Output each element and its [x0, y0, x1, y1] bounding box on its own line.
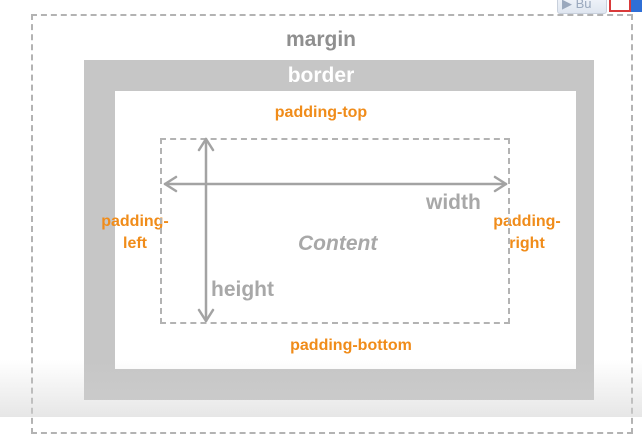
padding-right-line1: padding-: [493, 213, 561, 230]
content-label: Content: [298, 232, 378, 255]
width-label: width: [426, 191, 481, 214]
height-arrow: [197, 137, 215, 323]
corner-toolbar: ▶ Bu: [557, 0, 642, 14]
dimension-arrows: [163, 137, 508, 323]
padding-bottom-label: padding-bottom: [290, 337, 412, 354]
padding-left-line1: padding-: [101, 213, 169, 230]
border-label: border: [287, 64, 355, 87]
corner-red-square-icon[interactable]: [609, 0, 631, 12]
corner-blue-tab-icon[interactable]: [631, 0, 642, 12]
width-arrow: [163, 175, 508, 193]
padding-left-label: padding- left: [90, 211, 180, 255]
padding-left-line2: left: [123, 235, 147, 252]
height-label: height: [211, 278, 274, 301]
content-area: [160, 138, 510, 324]
corner-button[interactable]: ▶ Bu: [557, 0, 607, 14]
padding-top-label: padding-top: [274, 104, 368, 121]
padding-right-line2: right: [509, 235, 545, 252]
margin-label: margin: [285, 28, 356, 51]
padding-right-label: padding- right: [482, 211, 572, 255]
